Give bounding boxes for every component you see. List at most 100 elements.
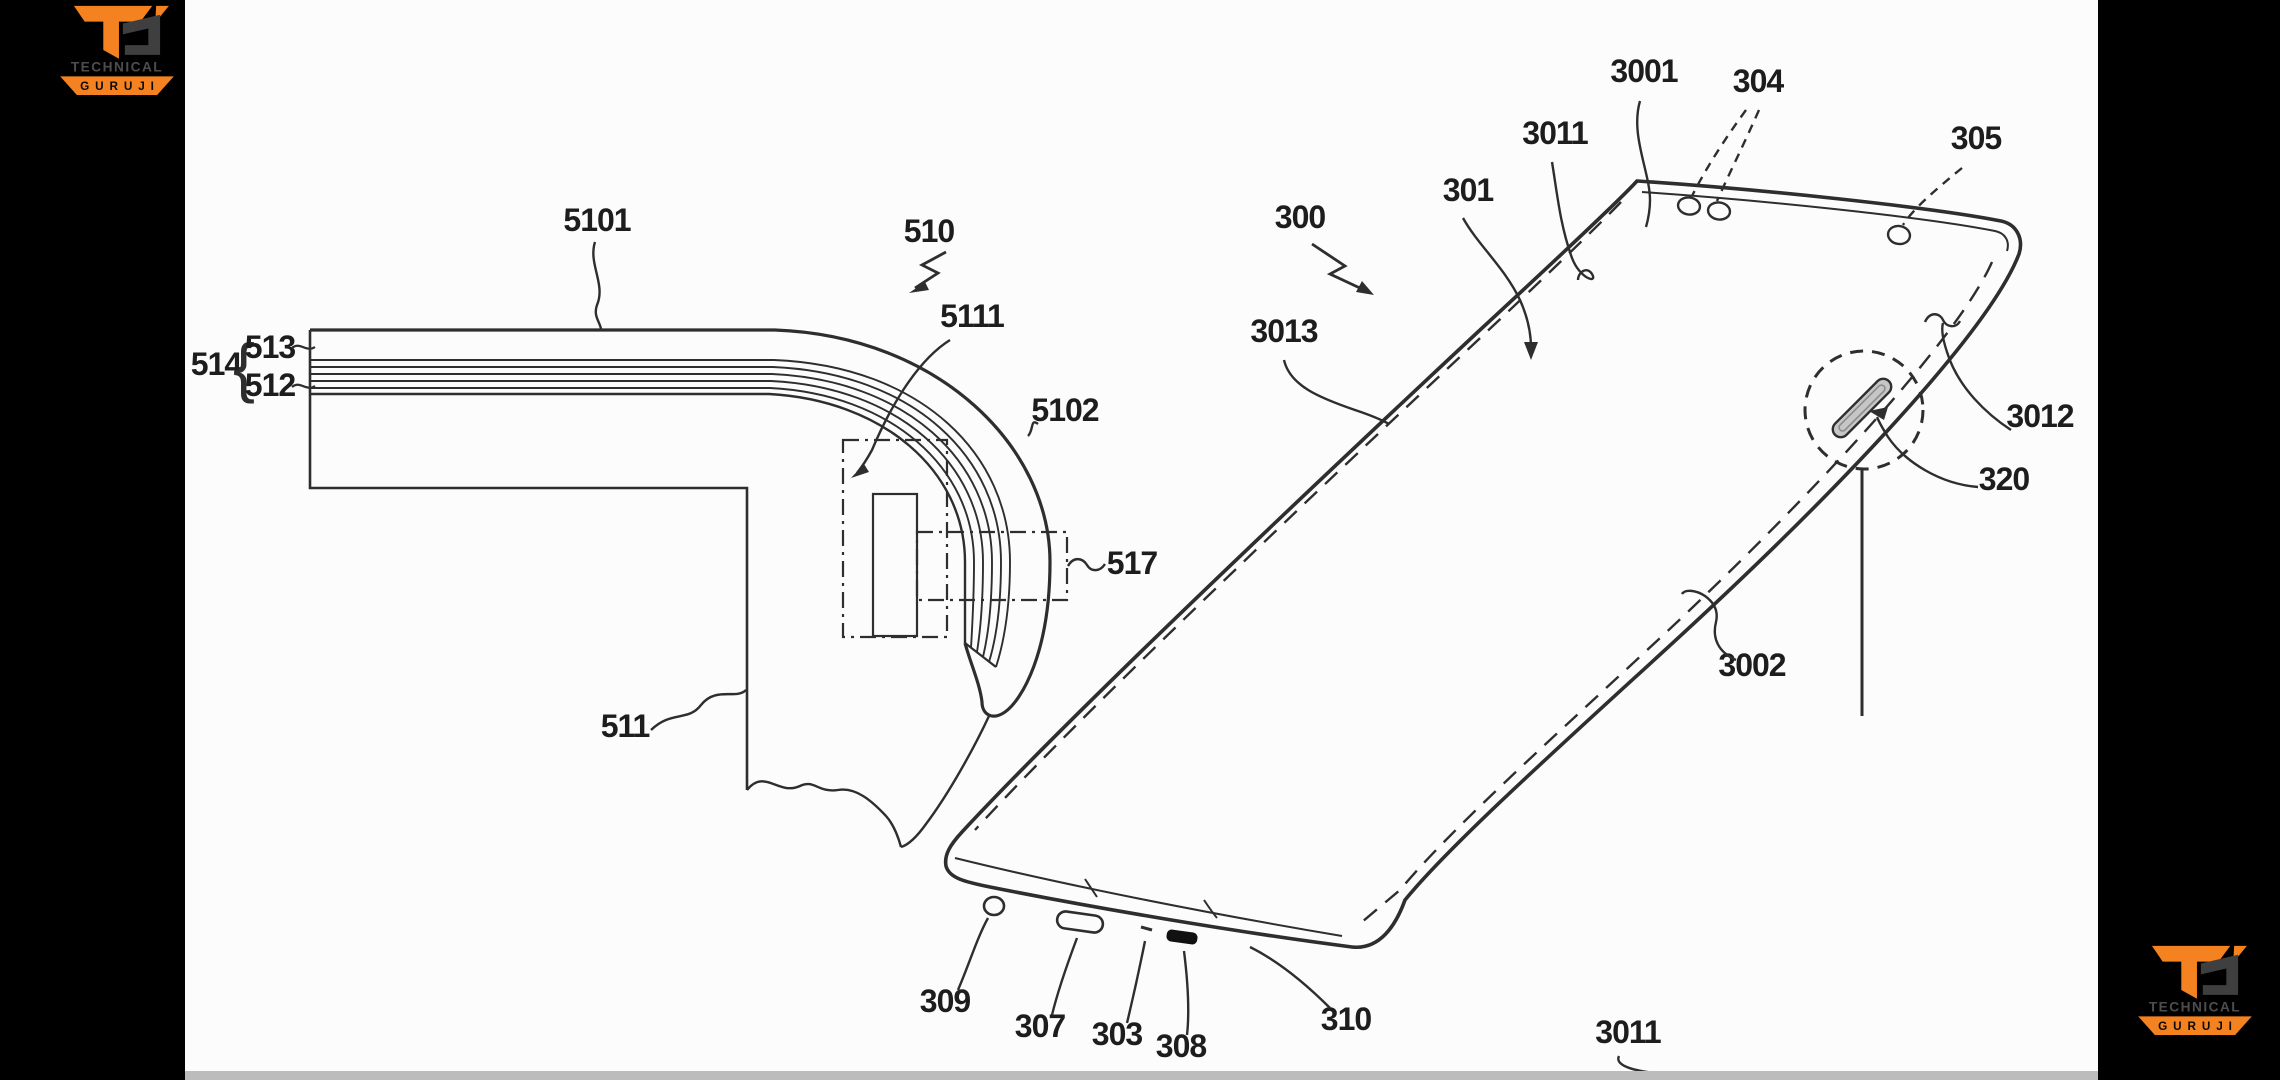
ref-label-3011-top: 3011 (1522, 115, 1595, 281)
leader-line (1875, 416, 1979, 489)
ref-label-300: 300 (1275, 199, 1374, 295)
ref-label-310: 310 (1249, 945, 1372, 1037)
display-layer-line (310, 359, 1011, 668)
mic-hole (1140, 925, 1153, 932)
dashed-leader (1690, 109, 1747, 197)
leader-line (1680, 589, 1737, 662)
bottom-seam-tick (1084, 878, 1098, 898)
zigzag-arrow (1311, 242, 1363, 291)
svg-text:303: 303 (1092, 1016, 1143, 1052)
leader-line (1027, 421, 1039, 437)
layer-cut-face (964, 642, 997, 668)
break-edge (746, 780, 903, 848)
svg-text:5101: 5101 (563, 202, 630, 238)
leader-line (1249, 945, 1331, 1009)
ref-label-305: 305 (1901, 120, 2002, 226)
body-outline (308, 330, 749, 790)
usb-port (1055, 910, 1105, 934)
tilde-leader (1066, 557, 1107, 572)
svg-text:510: 510 (904, 213, 955, 249)
leader-line (291, 344, 316, 350)
svg-text:3013: 3013 (1250, 313, 1317, 349)
speaker-grille (1166, 929, 1198, 945)
svg-text:320: 320 (1979, 461, 2030, 497)
leader-line (1941, 322, 2012, 432)
leader-line (1125, 940, 1147, 1024)
bottom-seam-tick (1203, 899, 1218, 919)
svg-text:309: 309 (920, 983, 971, 1019)
svg-text:5111: 5111 (940, 298, 1004, 334)
headphone-jack (982, 895, 1006, 917)
leader-line (650, 689, 747, 731)
tail-continuation (900, 715, 991, 849)
leader-line (956, 917, 990, 991)
ref-label-304: 304 (1690, 63, 1785, 202)
svg-text:511: 511 (601, 708, 650, 744)
ref-label-510: 510 (904, 213, 955, 293)
leader-line (1461, 217, 1533, 349)
sensor-305-hole (1886, 224, 1912, 246)
group-brace: { (233, 330, 255, 404)
display-layer-line (310, 387, 975, 649)
svg-text:3011: 3011 (1595, 1014, 1661, 1050)
svg-text:517: 517 (1107, 545, 1158, 581)
arrowhead (1356, 281, 1374, 295)
display-layer-line (310, 366, 1002, 663)
cross-section-figure: 5101 510 5111 5102 517 511 514 { 513 (191, 202, 1158, 849)
letterbox-left (0, 0, 185, 1080)
ref-label-3002: 3002 (1680, 589, 1787, 683)
detail-callout-circle (1803, 349, 1925, 471)
ref-label-5102: 5102 (1027, 392, 1100, 437)
ref-label-5111: 5111 (851, 298, 1005, 478)
arrowhead (909, 282, 929, 293)
display-layer-line (310, 380, 984, 653)
svg-text:3002: 3002 (1718, 647, 1785, 683)
leader-line (1182, 950, 1190, 1036)
display-boundary-dashed-right (1361, 261, 1994, 923)
leader-line (1282, 359, 1390, 426)
leader-line (1636, 100, 1652, 228)
ref-label-5101: 5101 (563, 202, 632, 330)
svg-text:305: 305 (1951, 120, 2002, 156)
ref-label-511: 511 (601, 689, 747, 744)
window-outer-surface (310, 328, 1052, 718)
svg-text:5102: 5102 (1031, 392, 1098, 428)
svg-text:3012: 3012 (2006, 398, 2073, 434)
phone-outline (943, 179, 2023, 949)
leader-line (1050, 937, 1079, 1016)
svg-text:304: 304 (1733, 63, 1785, 99)
zigzag-arrow (914, 250, 947, 290)
letterbox-right (2098, 0, 2280, 1080)
component-517-dashed-box (915, 530, 1069, 602)
ref-label-group-514: 514 { 513 512 (191, 329, 316, 404)
svg-text:300: 300 (1275, 199, 1326, 235)
phone-figure: 300 301 3011 3001 304 305 3013 (920, 53, 2075, 1076)
svg-text:301: 301 (1443, 172, 1494, 208)
arrowhead (851, 464, 869, 478)
ref-label-3001: 3001 (1610, 53, 1679, 228)
edge-slot-320 (1831, 377, 1893, 439)
svg-text:307: 307 (1015, 1008, 1066, 1044)
arrowhead (1869, 407, 1888, 420)
leader-line (291, 383, 316, 389)
display-layer-line (310, 373, 993, 658)
svg-text:3011: 3011 (1522, 115, 1588, 151)
ref-label-301: 301 (1443, 172, 1538, 360)
leader-line (592, 241, 603, 330)
dashed-leader (1715, 109, 1761, 202)
tilde-end (1923, 313, 1962, 328)
svg-text:512: 512 (245, 367, 296, 403)
ref-label-307: 307 (1015, 937, 1079, 1044)
bottom-bar (185, 1071, 2098, 1080)
display-layer-inner-surface (310, 392, 967, 643)
ref-label-308: 308 (1156, 950, 1207, 1064)
ref-label-3013: 3013 (1250, 313, 1390, 426)
leader-line (1550, 161, 1595, 281)
svg-text:308: 308 (1156, 1028, 1207, 1064)
ref-label-517: 517 (1066, 545, 1158, 581)
ref-label-303: 303 (1092, 940, 1147, 1052)
ref-label-320: 320 (1869, 407, 2030, 497)
